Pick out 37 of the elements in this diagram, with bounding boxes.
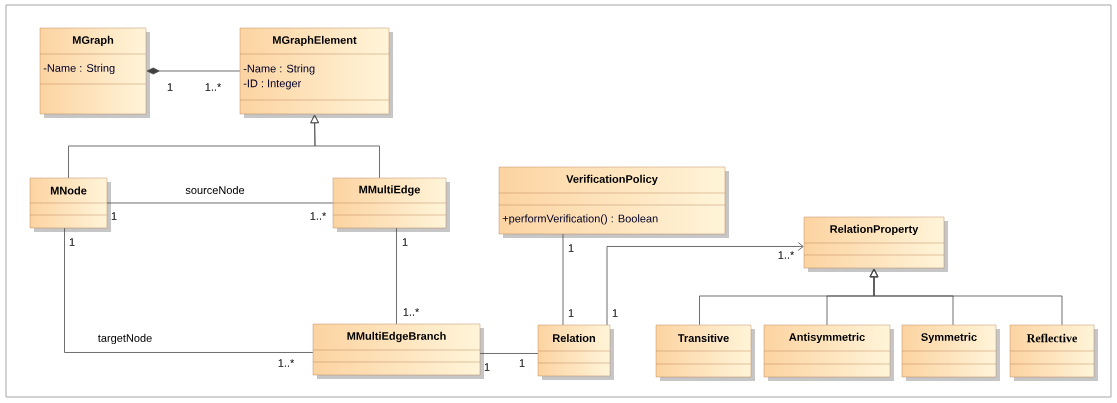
connector — [146, 67, 241, 75]
multiplicity: 1 — [167, 83, 173, 91]
class-box: Transitive — [655, 324, 755, 381]
multiplicity: 1..* — [278, 359, 295, 367]
multiplicity: 1 — [69, 238, 75, 246]
multiplicity: 1 — [568, 309, 574, 317]
class-box: MGraph -Name : String — [39, 27, 150, 118]
class-box: RelationProperty — [803, 216, 948, 272]
class-box: MMultiEdge — [332, 177, 450, 232]
connector — [396, 227, 397, 325]
connector — [562, 233, 564, 326]
class-box: MGraphElement -Name : String -ID : Integer — [239, 27, 393, 118]
class-box: Relation — [537, 324, 614, 380]
class-box: Antisymmetric — [763, 324, 894, 381]
connector — [64, 227, 314, 353]
role-name: sourceNode — [184, 184, 246, 196]
multiplicity: 1 — [612, 309, 618, 317]
class-box: Symmetric — [901, 324, 1000, 381]
connector — [606, 242, 804, 326]
connector — [310, 114, 380, 179]
class-box: VerificationPolicy +performVerification() : Boolean — [498, 166, 729, 238]
role-name: targetNode — [96, 332, 154, 346]
class-box: MMultiEdgeBranch — [312, 323, 484, 379]
multiplicity: 1 — [111, 212, 117, 220]
class-box: Reflective — [1009, 324, 1098, 381]
multiplicity: 1 — [484, 363, 490, 371]
multiplicity: 1..* — [205, 83, 222, 91]
multiplicity: 1 — [568, 244, 574, 252]
class-box: MNode — [29, 177, 111, 232]
multiplicity: 1..* — [778, 251, 795, 259]
multiplicity: 1..* — [310, 212, 327, 220]
multiplicity: 1 — [402, 238, 408, 246]
multiplicity: 1 — [519, 359, 525, 367]
multiplicity: 1..* — [403, 308, 420, 316]
connector — [106, 202, 334, 204]
connector — [869, 268, 1063, 326]
connector — [479, 353, 539, 354]
